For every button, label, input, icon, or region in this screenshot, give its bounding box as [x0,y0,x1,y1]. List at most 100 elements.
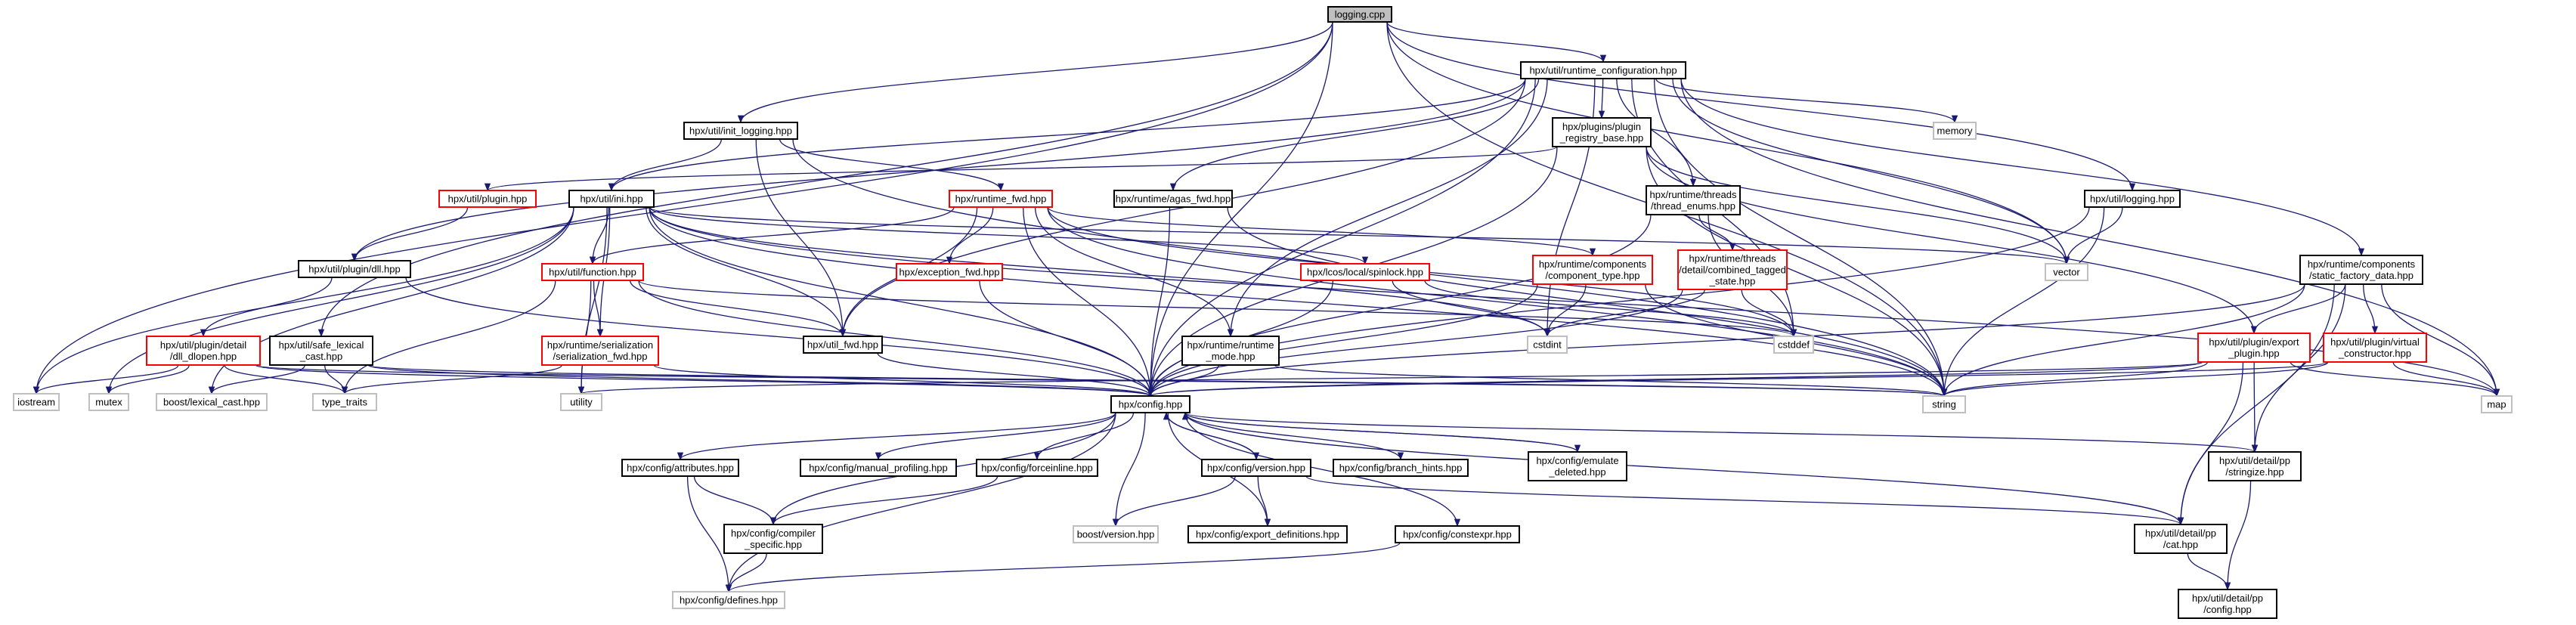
node-util-ini[interactable]: hpx/util/ini.hpp [568,190,655,208]
edge-config-hpp-to-cat-hpp [1184,412,2184,526]
node-stringize[interactable]: hpx/util/detail/pp/stringize.hpp [2208,451,2302,481]
node-label: boost/version.hpp [1077,529,1155,540]
edge-export-plugin-to-cat-hpp [2177,361,2244,526]
edge-safe-lexical-cast-to-boost-lexical-cast [208,364,305,395]
node-thread-enums[interactable]: hpx/runtime/threads/thread_enums.hpp [1646,185,1741,215]
node-pp-config[interactable]: hpx/util/detail/pp/config.hpp [2178,589,2277,619]
edge-serialization-fwd-to-config-hpp [653,364,1153,398]
edge-emulate-deleted-to-config-hpp [1182,411,1578,453]
node-dll-dlopen[interactable]: hpx/util/plugin/detail/dll_dlopen.hpp [146,336,261,366]
node-label: /serialization_fwd.hpp [553,351,647,362]
node-safe-lexical-cast[interactable]: hpx/util/safe_lexical_cast.hpp [269,336,373,366]
node-box [2134,524,2228,554]
node-iostream[interactable]: iostream [13,393,60,411]
edge-logging-cpp-to-config-hpp [1147,21,1333,398]
node-attributes[interactable]: hpx/config/attributes.hpp [621,459,739,477]
node-cstddef[interactable]: cstddef [1773,336,1814,354]
node-agas-fwd[interactable]: hpx/runtime/agas_fwd.hpp [1113,190,1233,208]
edge-runtime-configuration-to-dll-hpp [351,78,1526,262]
node-label: hpx/config/export_definitions.hpp [1196,529,1339,540]
node-util-fwd[interactable]: hpx/util_fwd.hpp [803,336,883,354]
edge-util-ini-to-boost-lexical-cast [208,206,574,395]
node-utility[interactable]: utility [560,393,602,411]
edge-plugin-registry-base-to-vector [1646,146,2070,265]
node-util-function[interactable]: hpx/util/function.hpp [541,263,644,281]
node-dll-hpp[interactable]: hpx/util/plugin/dll.hpp [298,260,411,278]
node-label: cstdint [1533,339,1562,351]
node-label: hpx/util/function.hpp [549,267,636,278]
edge-config-hpp-to-config-defines [725,412,1116,593]
edge-virtual-constructor-to-config-hpp [1147,361,2329,398]
node-constexpr[interactable]: hpx/config/constexpr.hpp [1395,525,1520,543]
node-component-type[interactable]: hpx/runtime/components/component_type.hp… [1532,255,1653,285]
node-logging-cpp[interactable]: logging.cpp [1327,6,1392,23]
node-label: _deleted.hpp [1548,466,1605,478]
edge-config-version-to-boost-version [1112,475,1236,528]
node-boost-version[interactable]: boost/version.hpp [1073,525,1159,543]
node-export-definitions[interactable]: hpx/config/export_definitions.hpp [1187,525,1348,543]
node-box [312,393,377,411]
node-label: hpx/runtime/threads [1650,189,1737,200]
node-box [2208,451,2302,481]
edge-export-plugin-to-stringize [2251,361,2259,453]
node-label: hpx/config/compiler [731,528,816,539]
node-label: iostream [17,397,55,408]
node-init-logging[interactable]: hpx/util/init_logging.hpp [683,122,798,140]
node-static-factory-data[interactable]: hpx/runtime/components/static_factory_da… [2299,255,2423,285]
node-string[interactable]: string [1922,395,1966,413]
node-forceinline[interactable]: hpx/config/forceinline.hpp [976,459,1098,477]
node-box [2197,333,2311,363]
edge-runtime-configuration-to-memory [1655,78,1958,124]
node-box [269,336,373,366]
node-util-plugin[interactable]: hpx/util/plugin.hpp [438,190,537,208]
node-label: hpx/runtime/agas_fwd.hpp [1116,193,1231,205]
node-memory[interactable]: memory [1933,122,1977,140]
node-serialization-fwd[interactable]: hpx/runtime/serialization/serialization_… [541,336,659,366]
node-config-version[interactable]: hpx/config/version.hpp [1201,459,1311,477]
node-runtime-configuration[interactable]: hpx/util/runtime_configuration.hpp [1520,61,1686,79]
node-virtual-constructor[interactable]: hpx/util/plugin/virtual_constructor.hpp [2323,333,2427,363]
node-label: vector [2053,267,2080,278]
node-plugin-registry-base[interactable]: hpx/plugins/plugin_registry_base.hpp [1552,117,1652,147]
node-label: /dll_dlopen.hpp [170,351,237,362]
node-config-hpp[interactable]: hpx/config.hpp [1110,395,1190,413]
node-runtime-fwd[interactable]: hpx/runtime_fwd.hpp [949,190,1053,208]
node-mutex[interactable]: mutex [88,393,129,411]
node-branch-hints[interactable]: hpx/config/branch_hints.hpp [1333,459,1469,477]
node-cat-hpp[interactable]: hpx/util/detail/pp/cat.hpp [2134,524,2228,554]
edge-util-logging-to-vector [2063,206,2123,265]
edge-config-version-to-config-hpp [1163,411,1257,460]
edge-component-type-to-config-hpp [1147,283,1538,398]
edge-util-function-to-type-traits [341,280,556,395]
node-layer: logging.cpp hpx/util/runtime_configuratio… [13,6,2513,619]
node-config-defines[interactable]: hpx/config/defines.hpp [672,591,785,609]
edge-virtual-constructor-to-map [2392,361,2500,398]
node-manual-profiling[interactable]: hpx/config/manual_profiling.hpp [800,459,957,477]
node-export-plugin[interactable]: hpx/util/plugin/export_plugin.hpp [2197,333,2311,363]
node-vector[interactable]: vector [2045,263,2088,281]
edge-runtime-configuration-to-thread-enums [1616,78,1697,187]
node-label: hpx/runtime/runtime [1187,339,1274,351]
node-box [621,459,739,477]
node-combined-tagged[interactable]: hpx/runtime/threads/detail/combined_tagg… [1677,249,1788,290]
edge-spinlock-to-cstdint [1392,280,1551,338]
node-type-traits[interactable]: type_traits [312,393,377,411]
node-emulate-deleted[interactable]: hpx/config/emulate_deleted.hpp [1528,451,1627,481]
node-label: hpx/util/plugin.hpp [448,193,528,205]
node-label: hpx/exception_fwd.hpp [899,267,1000,278]
node-boost-lexical-cast[interactable]: boost/lexical_cast.hpp [156,393,268,411]
node-exception-fwd[interactable]: hpx/exception_fwd.hpp [896,263,1003,281]
node-box [1181,336,1280,366]
edge-serialization-fwd-to-type-traits [341,364,562,395]
node-spinlock[interactable]: hpx/lcos/local/spinlock.hpp [1300,263,1430,281]
node-label: hpx/util/init_logging.hpp [689,125,792,137]
node-runtime-mode[interactable]: hpx/runtime/runtime_mode.hpp [1181,336,1280,366]
edge-config-version-to-export-definitions [1257,475,1271,528]
node-cstdint[interactable]: cstdint [1527,336,1568,354]
node-label: _plugin.hpp [2228,348,2279,359]
node-box [2481,395,2513,413]
node-label: hpx/util/plugin/virtual [2330,336,2420,348]
node-map[interactable]: map [2481,395,2513,413]
node-compiler-specific[interactable]: hpx/config/compiler_specific.hpp [723,524,823,554]
node-util-logging[interactable]: hpx/util/logging.hpp [2084,190,2181,208]
